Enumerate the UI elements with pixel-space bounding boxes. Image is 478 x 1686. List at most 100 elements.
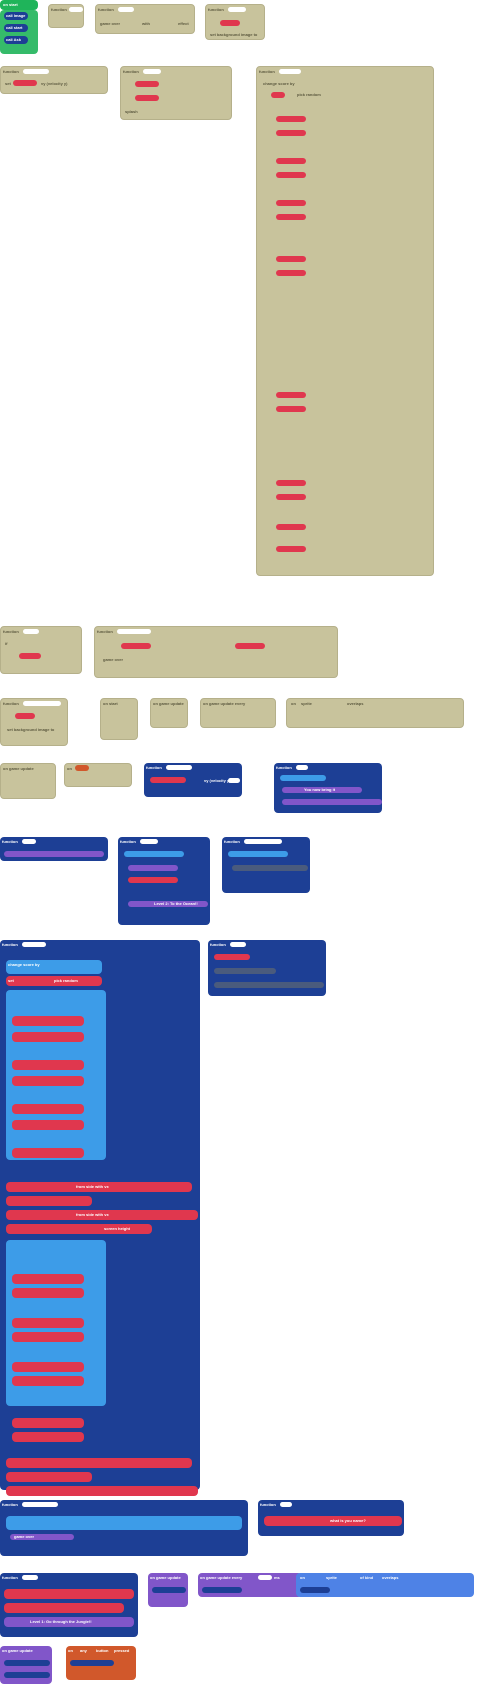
function-name-field[interactable] [143, 69, 161, 74]
set-bottomimage[interactable] [12, 1376, 84, 1386]
on-overlap[interactable]: on sprite of kind overlaps [296, 1573, 474, 1597]
on-game-update-every[interactable]: on game update every ms [198, 1573, 302, 1597]
overlaps-disabled[interactable]: on sprite overlaps [286, 698, 464, 728]
set-projectile-row[interactable] [6, 1458, 192, 1468]
image-head-var[interactable] [135, 95, 159, 101]
function-gravity-disabled[interactable]: function set background image to [205, 4, 265, 40]
set-projectile-bottom[interactable]: screen height [6, 1224, 152, 1234]
function-name-field[interactable] [280, 1502, 292, 1507]
function-name-field[interactable] [23, 701, 61, 706]
function-name-field[interactable] [69, 7, 83, 12]
set-topimage[interactable] [12, 1318, 84, 1328]
call-level-2[interactable] [152, 1587, 186, 1593]
on-game-update-disabled[interactable]: on game update [150, 698, 188, 728]
bottomimage-var[interactable] [276, 130, 306, 136]
level-var[interactable] [220, 20, 240, 26]
splash-block[interactable] [4, 1617, 134, 1627]
bottomimage-var[interactable] [276, 270, 306, 276]
set-name-ask[interactable] [264, 1516, 402, 1526]
call-lose[interactable] [300, 1587, 330, 1593]
set-image-head-sprite[interactable] [4, 1589, 134, 1599]
set-topimage[interactable] [12, 1060, 84, 1070]
set-topimage[interactable] [12, 1362, 84, 1372]
topimage-var[interactable] [276, 480, 306, 486]
function-top-and-bottom-disabled[interactable]: function game over [94, 626, 338, 678]
on-game-update-disabled[interactable]: on game update [0, 763, 56, 799]
set-projectile-row[interactable]: from side with vx [6, 1210, 198, 1220]
function-ask-disabled[interactable]: function [48, 4, 84, 28]
set-projectile-row[interactable] [6, 1486, 198, 1496]
bottomimage-var[interactable] [276, 406, 306, 412]
bottomimage-var[interactable] [276, 494, 306, 500]
function-name-field[interactable] [296, 765, 308, 770]
function-image-event-disabled[interactable]: function set vy (velocity y) [0, 66, 108, 94]
top-var[interactable] [271, 92, 285, 98]
function-name-field[interactable] [22, 942, 46, 947]
topimage-var[interactable] [276, 392, 306, 398]
function-name-field[interactable] [22, 839, 36, 844]
change-score-block[interactable]: change score by [6, 960, 102, 974]
bottomimage-var[interactable] [276, 172, 306, 178]
on-button-pressed-disabled[interactable]: on [64, 763, 132, 787]
set-topimage[interactable] [12, 1016, 84, 1026]
game-over-block[interactable] [10, 1534, 74, 1540]
function-background-lvl-2[interactable]: function [222, 837, 310, 893]
game-over-block[interactable] [4, 851, 104, 857]
call-block[interactable]: call Image [4, 12, 28, 20]
set-bottomimage[interactable] [12, 1032, 84, 1042]
on-button-pressed[interactable]: on any button pressed [66, 1646, 136, 1680]
function-image[interactable]: function Level 1: Go through the Jungle!… [0, 1573, 138, 1637]
function-name-field[interactable] [117, 629, 151, 634]
set-topimage[interactable] [12, 1418, 84, 1428]
any-dropdown[interactable] [75, 765, 89, 771]
call-background[interactable] [4, 1672, 50, 1678]
function-top-and-bottom[interactable]: function game over [0, 1500, 248, 1556]
set-bottomimage[interactable] [12, 1332, 84, 1342]
on-start-disabled[interactable]: on start [100, 698, 138, 740]
function-level-2[interactable]: function Level 2: To the Ocean!! [118, 837, 210, 925]
set-level[interactable] [128, 877, 178, 883]
splash-block[interactable] [128, 901, 208, 907]
call-block[interactable]: call start [4, 24, 28, 32]
bottomimage-var[interactable] [276, 214, 306, 220]
topimage-var[interactable] [276, 158, 306, 164]
set-bottomimage[interactable] [12, 1288, 84, 1298]
call-jumpreach[interactable] [70, 1660, 114, 1666]
call-obstacles[interactable] [202, 1587, 242, 1593]
function-level-disabled[interactable]: function game over with effect [95, 4, 195, 34]
level-var[interactable] [19, 653, 41, 659]
splash-block[interactable] [128, 865, 178, 871]
function-level2-disabled[interactable]: function if [0, 626, 82, 674]
splash-block[interactable] [282, 787, 362, 793]
if-level-block[interactable] [228, 851, 288, 857]
function-name-field[interactable] [230, 942, 246, 947]
function-background-lvl2-disabled[interactable]: function set background image to [0, 698, 68, 746]
set-bottomimage[interactable] [12, 1432, 84, 1442]
function-ask[interactable]: function You now bring it [274, 763, 382, 813]
function-start[interactable]: function [208, 940, 326, 996]
function-obstacles-disabled[interactable]: function change score by pick random [256, 66, 434, 576]
set-topimage[interactable] [12, 1148, 84, 1158]
if-block[interactable] [280, 775, 326, 781]
image-head-var[interactable] [13, 80, 37, 86]
function-ampart-disabled[interactable]: function splash [120, 66, 232, 120]
projectile-var[interactable] [276, 524, 306, 530]
set-bottomimage[interactable] [12, 1120, 84, 1130]
set-bottomimage[interactable] [12, 1076, 84, 1086]
set-background-block[interactable] [214, 968, 276, 974]
on-start-hat[interactable]: on start [0, 0, 38, 10]
image-head-var[interactable] [235, 643, 265, 649]
function-name-field[interactable] [228, 7, 246, 12]
set-level[interactable] [214, 954, 250, 960]
level-var[interactable] [15, 713, 35, 719]
image-head-var[interactable] [121, 643, 151, 649]
function-name-field[interactable] [23, 69, 49, 74]
set-projectile-row[interactable]: from side with vx [6, 1182, 192, 1192]
velocity-value[interactable] [228, 778, 240, 783]
projectile-var[interactable] [276, 546, 306, 552]
function-name-field[interactable] [279, 69, 301, 74]
set-topimage[interactable] [12, 1274, 84, 1284]
set-background-block[interactable] [232, 865, 308, 871]
on-game-update[interactable]: on game update [148, 1573, 188, 1607]
call-top-and-bottom[interactable] [4, 1660, 50, 1666]
